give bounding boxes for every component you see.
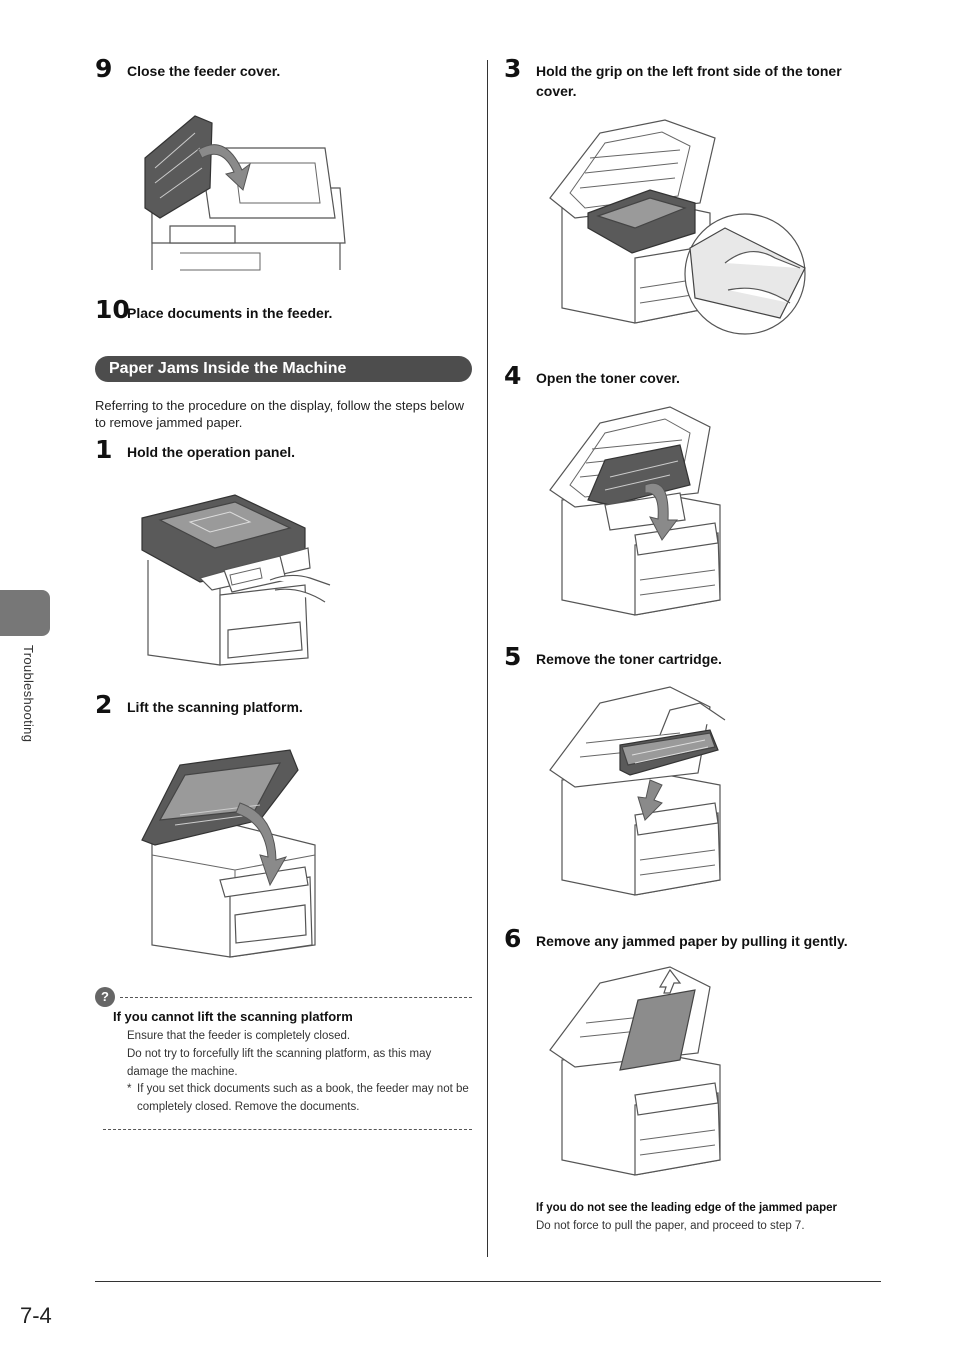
illustration-remove-jammed-paper	[549, 966, 721, 1176]
illustration-hold-toner-grip	[549, 119, 806, 335]
illustration-lift-scanning-platform	[141, 749, 316, 958]
intro-paragraph: Referring to the procedure on the displa…	[95, 398, 465, 430]
note-title: If you cannot lift the scanning platform	[113, 1009, 353, 1024]
illustration-open-toner-cover	[549, 406, 721, 616]
step-instruction: Close the feeder cover.	[127, 63, 281, 79]
note-text: Do not try to forcefully lift the scanni…	[127, 1048, 432, 1078]
step-number: 3	[504, 54, 522, 83]
step-instruction: Lift the scanning platform.	[127, 699, 303, 715]
section-heading: Paper Jams Inside the Machine	[95, 356, 472, 382]
illustration-remove-toner-cartridge	[549, 686, 726, 896]
step-number: 5	[504, 642, 522, 671]
step-instruction: Open the toner cover.	[536, 370, 680, 386]
step-instruction: Remove the toner cartridge.	[536, 651, 722, 667]
help-icon: ?	[95, 987, 115, 1007]
step-instruction: Hold the operation panel.	[127, 444, 296, 460]
step-number: 6	[504, 924, 522, 953]
step-number: 1	[95, 435, 113, 464]
note-bottom-rule	[103, 1129, 472, 1130]
chapter-label: Troubleshooting	[21, 645, 36, 743]
chapter-tab	[0, 590, 50, 636]
note-text: Ensure that the feeder is completely clo…	[127, 1030, 351, 1042]
step-number: 4	[504, 361, 522, 390]
step-instruction: Hold the grip on the left front side of …	[536, 63, 842, 99]
note-text: If you set thick documents such as a boo…	[137, 1083, 469, 1113]
column-divider	[487, 60, 488, 1257]
step-instruction: Place documents in the feeder.	[127, 305, 333, 321]
illustration-close-feeder-cover	[144, 115, 346, 271]
tip-text: Do not force to pull the paper, and proc…	[536, 1220, 805, 1232]
footer-rule	[95, 1281, 881, 1282]
page-number: 7-4	[20, 1303, 52, 1328]
step-number: 10	[95, 295, 130, 324]
note-bullet: *	[127, 1083, 132, 1095]
note-top-rule	[120, 997, 472, 998]
step-number: 2	[95, 690, 113, 719]
tip-title: If you do not see the leading edge of th…	[536, 1202, 837, 1214]
step-number: 9	[95, 54, 113, 83]
step-instruction: Remove any jammed paper by pulling it ge…	[536, 933, 848, 949]
illustration-hold-operation-panel	[141, 494, 331, 666]
